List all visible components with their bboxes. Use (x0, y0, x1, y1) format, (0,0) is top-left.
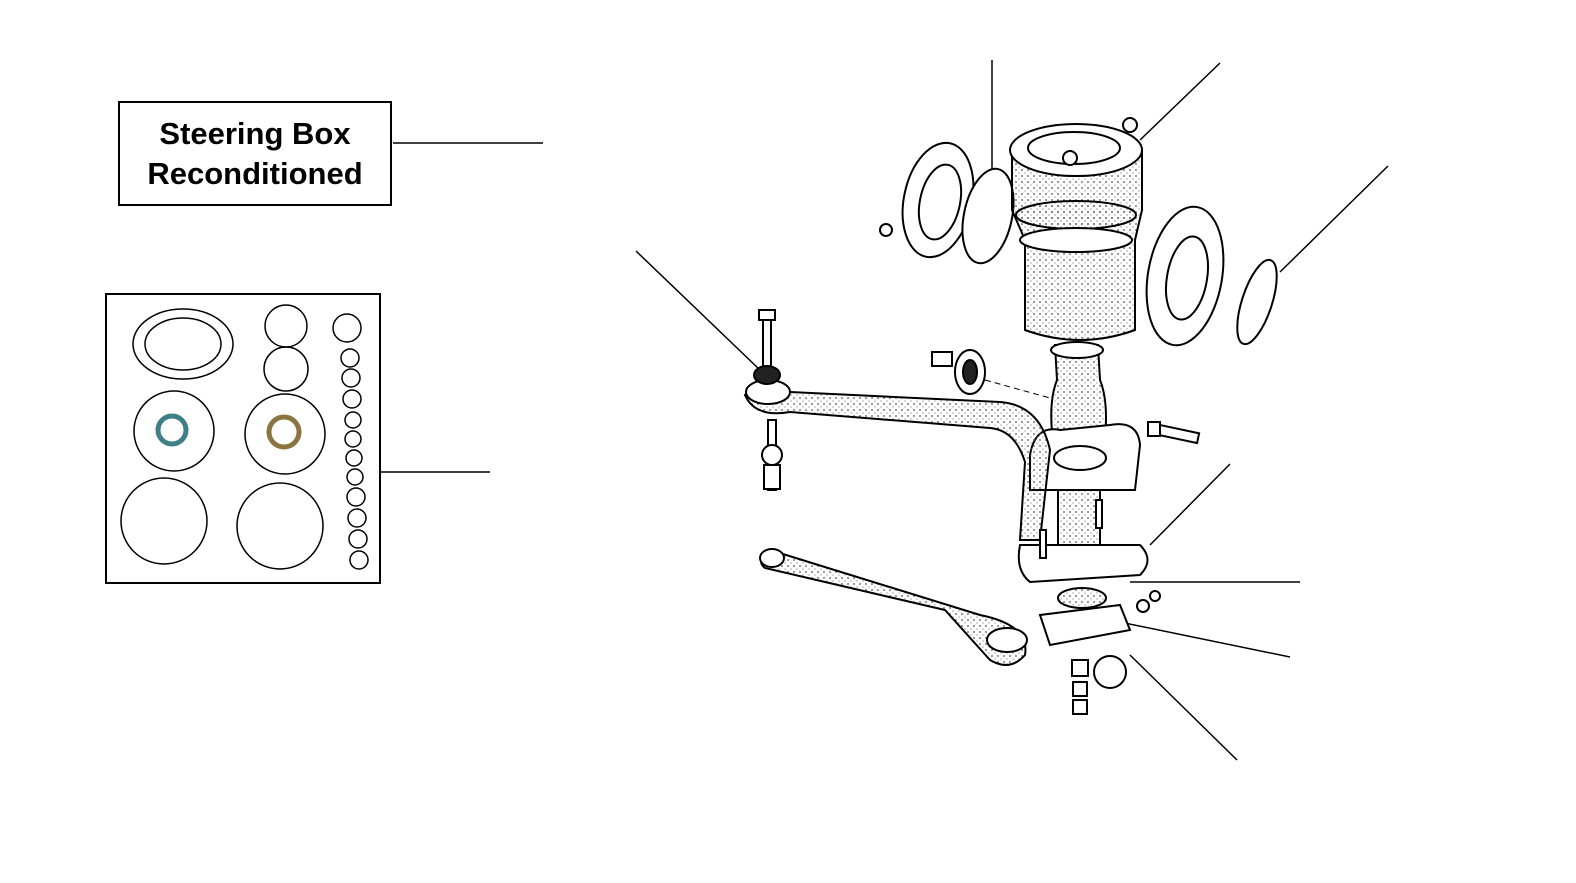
end-cover-inner (1164, 235, 1210, 321)
seal-kit-panel (105, 293, 490, 584)
stud-icon (1095, 499, 1103, 529)
steering-box-label: Steering Box Reconditioned (118, 101, 392, 206)
rubber-bush-icon (753, 365, 781, 385)
leader-line (1149, 463, 1231, 546)
label-line-2: Reconditioned (147, 155, 363, 191)
oil-seal-ring-icon (133, 390, 215, 472)
label-line-1: Steering Box (159, 115, 351, 151)
bolt-head-icon (758, 309, 776, 321)
small-o-ring-icon (344, 411, 362, 429)
stud-icon (1039, 529, 1047, 559)
small-o-ring-icon (341, 368, 361, 388)
leader-lines (635, 60, 1389, 761)
column-ring (1050, 341, 1104, 359)
spring-coil (1057, 587, 1107, 609)
o-ring-icon (236, 482, 324, 570)
nut-icon (1136, 599, 1150, 613)
housing-band (1019, 227, 1133, 253)
seal-kit-frame (105, 293, 381, 584)
flange-hole (1053, 445, 1107, 471)
small-o-ring-icon (347, 508, 367, 528)
leader-line (1279, 165, 1389, 273)
drop-arm-eye (986, 627, 1028, 653)
oil-seal-icon (155, 413, 189, 447)
lower-bracket (1017, 544, 1149, 584)
oil-seal-ring-icon (244, 393, 326, 475)
nut-icon (1072, 699, 1088, 715)
side-bolt (1156, 423, 1201, 445)
ball-joint-icon (1093, 655, 1127, 689)
small-o-ring-icon (349, 550, 369, 570)
small-o-ring-icon (342, 389, 362, 409)
oil-seal-icon (266, 414, 302, 450)
end-gasket (1236, 258, 1278, 346)
leader-line (1139, 62, 1221, 141)
drop-arm (760, 548, 1027, 666)
washer-icon (761, 444, 783, 466)
small-o-ring-icon (332, 313, 362, 343)
leader-line (1129, 654, 1238, 761)
side-cover-inner (917, 163, 963, 241)
bolt-head-icon (1122, 117, 1138, 133)
nut-icon (763, 464, 781, 490)
leader-line (635, 250, 761, 371)
o-ring-icon (120, 477, 208, 565)
large-oval-gasket-icon (132, 308, 234, 380)
small-o-ring-icon (340, 348, 360, 368)
side-cover-gasket (961, 167, 1015, 265)
nut-icon (1149, 590, 1161, 602)
small-o-ring-icon (346, 468, 364, 486)
bolt-head-icon (1147, 421, 1161, 437)
rubber-mount-inner-icon (962, 359, 978, 385)
small-o-ring-icon (348, 529, 368, 549)
large-oval-gasket-inner-icon (144, 317, 222, 371)
nut-icon (1071, 659, 1089, 677)
idler-arm (743, 385, 1052, 541)
bolt-head-icon (1062, 150, 1078, 166)
housing-band (1015, 200, 1137, 230)
nut-icon (1072, 681, 1088, 697)
mount-axis (984, 379, 1051, 399)
nut-icon (931, 351, 953, 367)
small-o-ring-icon (344, 430, 362, 448)
o-ring-icon (263, 346, 309, 392)
bottom-plate (1038, 603, 1132, 647)
drop-arm-small-eye (759, 548, 785, 568)
small-o-ring-icon (345, 449, 363, 467)
leader-line (1109, 619, 1291, 658)
small-o-ring-icon (346, 487, 366, 507)
steering-box-assembly (743, 117, 1278, 715)
nut-icon (879, 223, 893, 237)
